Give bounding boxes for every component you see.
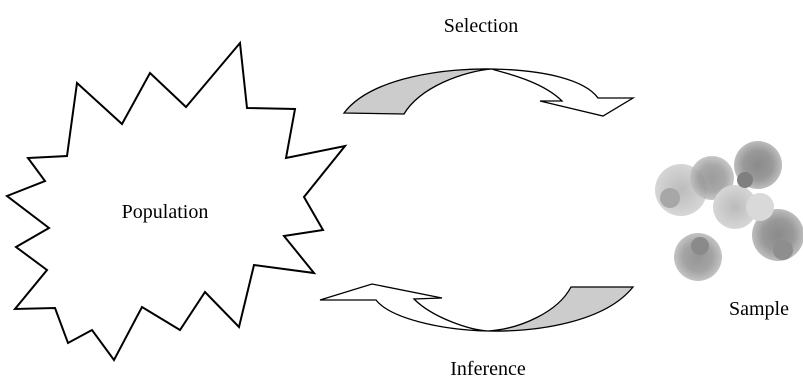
- selection-arrow-head-icon: [491, 68, 636, 117]
- selection-arrow-gray-icon: [342, 68, 493, 115]
- sample-cluster: Sample: [655, 141, 803, 320]
- selection-arrow: Selection: [342, 15, 636, 117]
- inference-arrow: Inference: [319, 283, 635, 380]
- sample-blob-icon: [655, 141, 803, 281]
- starburst-icon: [4, 40, 348, 362]
- selection-label: Selection: [444, 15, 518, 37]
- inference-arrow-gray-icon: [487, 286, 635, 332]
- population-starburst: Population: [4, 40, 348, 362]
- inference-arrow-head-icon: [319, 283, 489, 332]
- inference-label: Inference: [450, 358, 526, 380]
- sample-label: Sample: [729, 298, 789, 320]
- population-label: Population: [122, 201, 209, 223]
